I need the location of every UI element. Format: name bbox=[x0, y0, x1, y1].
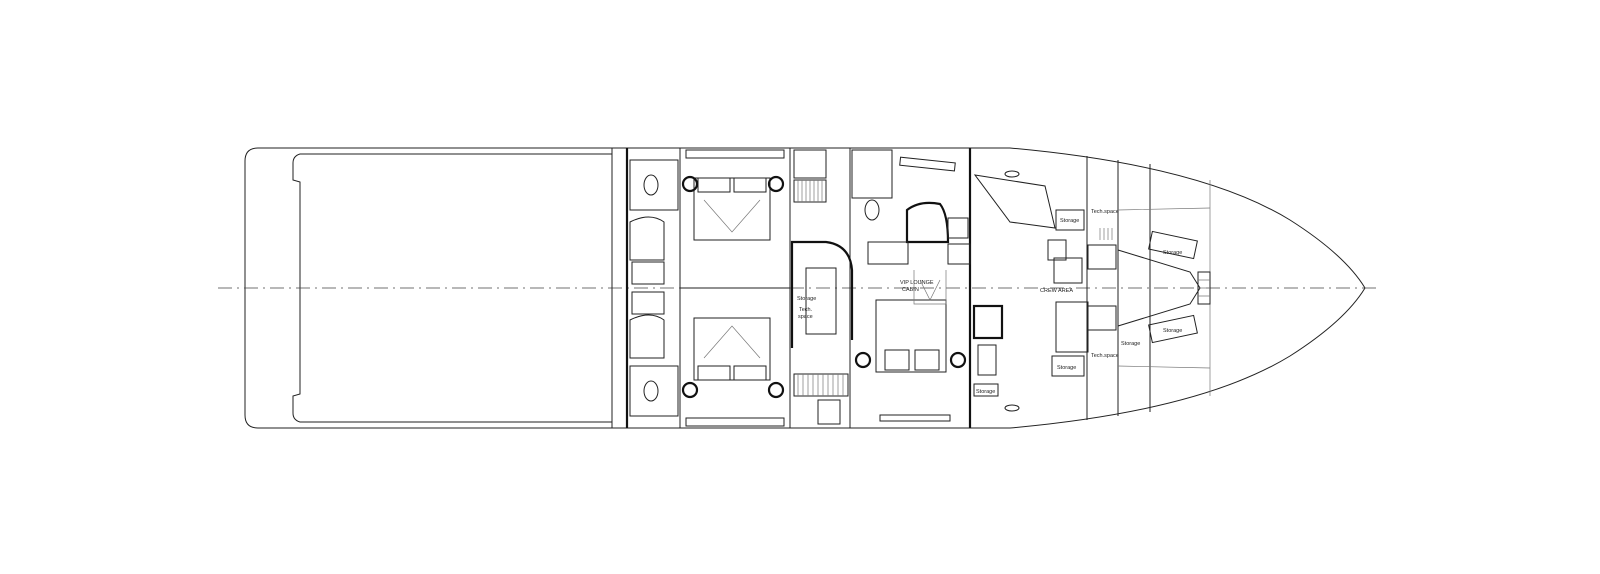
hull-outline bbox=[244, 147, 1366, 429]
tech-space-label-mid-1: Tech. bbox=[799, 307, 813, 313]
storage-label-bow-lower: Storage bbox=[1121, 341, 1140, 347]
tech-space-label-top: Tech.space bbox=[1091, 209, 1119, 215]
storage-label-crew-top: Storage bbox=[1060, 218, 1079, 224]
aft-cabins bbox=[629, 149, 790, 427]
companionway bbox=[790, 149, 854, 425]
vip-cabin bbox=[851, 149, 971, 422]
crew-area-label: CREW AREA bbox=[1040, 288, 1073, 294]
storage-label-mid: Storage bbox=[797, 296, 816, 302]
storage-label-crew-bottom: Storage bbox=[976, 389, 995, 395]
forepeak bbox=[1117, 207, 1211, 369]
tech-space-label-bottom: Tech.space bbox=[1091, 353, 1119, 359]
vip-cabin-label-line1: VIP LOUNGE bbox=[900, 280, 934, 286]
vip-cabin-label-line2: CABIN bbox=[902, 287, 919, 293]
storage-label-crew-lower: Storage bbox=[1057, 365, 1076, 371]
crew-area bbox=[972, 170, 1117, 412]
tech-space-label-mid-2: space bbox=[798, 314, 813, 320]
storage-label-fwd-lower: Storage bbox=[1163, 328, 1182, 334]
storage-label-fwd-upper: Storage bbox=[1163, 250, 1182, 256]
